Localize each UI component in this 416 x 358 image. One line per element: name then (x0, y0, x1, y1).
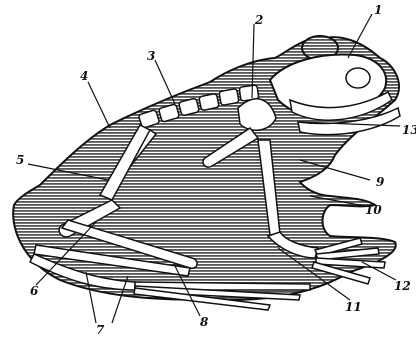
callout-13: 13 (402, 123, 416, 137)
callout-9: 9 (376, 175, 385, 189)
callout-12: 12 (394, 279, 411, 293)
callout-3: 3 (147, 49, 155, 63)
leader-lines (28, 14, 400, 323)
callout-5: 5 (16, 153, 24, 167)
callout-6: 6 (30, 284, 39, 298)
callout-10: 10 (365, 203, 382, 217)
callout-7: 7 (96, 323, 105, 337)
callout-4: 4 (80, 69, 88, 83)
callout-numbers: 1 2 3 4 5 6 7 8 9 10 11 12 13 (16, 3, 416, 337)
callout-8: 8 (200, 315, 209, 329)
callout-11: 11 (345, 300, 362, 314)
callout-2: 2 (254, 13, 263, 27)
callout-1: 1 (374, 3, 382, 17)
